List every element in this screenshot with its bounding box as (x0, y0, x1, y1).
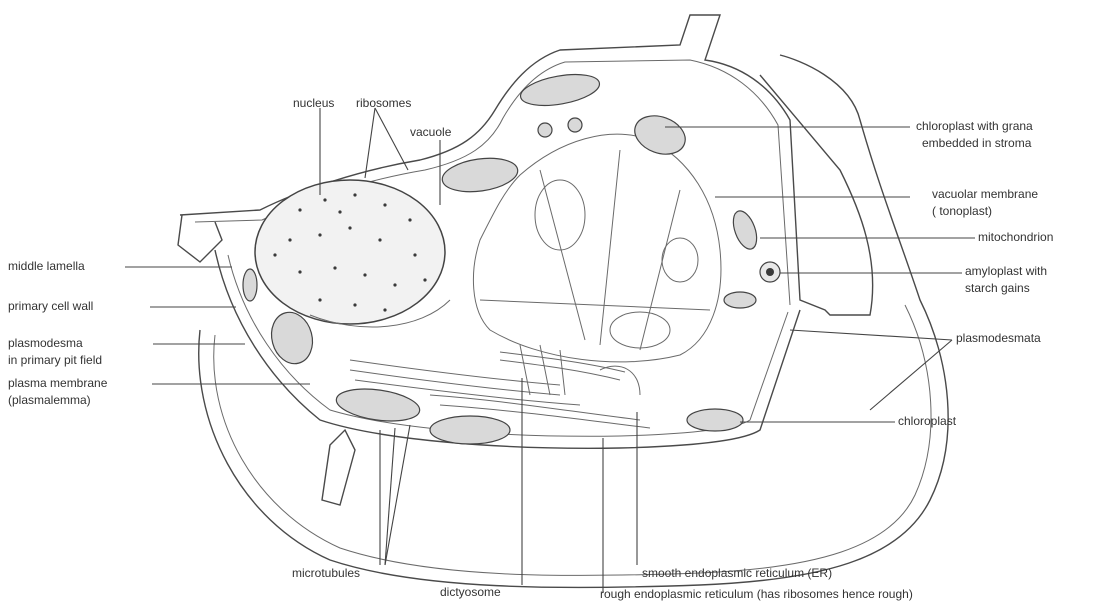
label-amyloplast-1: amyloplast with (965, 264, 1047, 278)
nucleus-shape (255, 180, 445, 324)
neighbour-cell-inner (214, 305, 931, 575)
label-plasma-membrane-1: plasma membrane (8, 376, 107, 390)
label-amyloplast-2: starch gains (965, 281, 1030, 295)
neighbour-cell-outline (199, 55, 948, 587)
label-plasma-membrane-2: (plasmalemma) (8, 393, 91, 407)
label-plasmodesma-2: in primary pit field (8, 353, 102, 367)
label-nucleus: nucleus (293, 96, 334, 110)
label-dictyosome: dictyosome (440, 585, 501, 599)
label-plasmodesma-1: plasmodesma (8, 336, 83, 350)
label-middle-lamella: middle lamella (8, 259, 85, 273)
label-ribosomes: ribosomes (356, 96, 411, 110)
label-rough-er: rough endoplasmic reticulum (has ribosom… (600, 587, 913, 601)
label-chloroplast-grana-2: embedded in stroma (922, 136, 1031, 150)
label-chloroplast-grana-1: chloroplast with grana (916, 119, 1033, 133)
label-microtubules: microtubules (292, 566, 360, 580)
label-chloroplast: chloroplast (898, 414, 956, 428)
label-primary-cell-wall: primary cell wall (8, 299, 93, 313)
label-plasmodesmata: plasmodesmata (956, 331, 1041, 345)
label-vacuole: vacuole (410, 125, 451, 139)
label-vacuolar-membrane-1: vacuolar membrane (932, 187, 1038, 201)
leader-lines (125, 108, 975, 593)
label-smooth-er: smooth endoplasmic reticulum (ER) (642, 566, 832, 580)
label-vacuolar-membrane-2: ( tonoplast) (932, 204, 992, 218)
wall-flap (322, 430, 355, 505)
label-mitochondrion: mitochondrion (978, 230, 1053, 244)
